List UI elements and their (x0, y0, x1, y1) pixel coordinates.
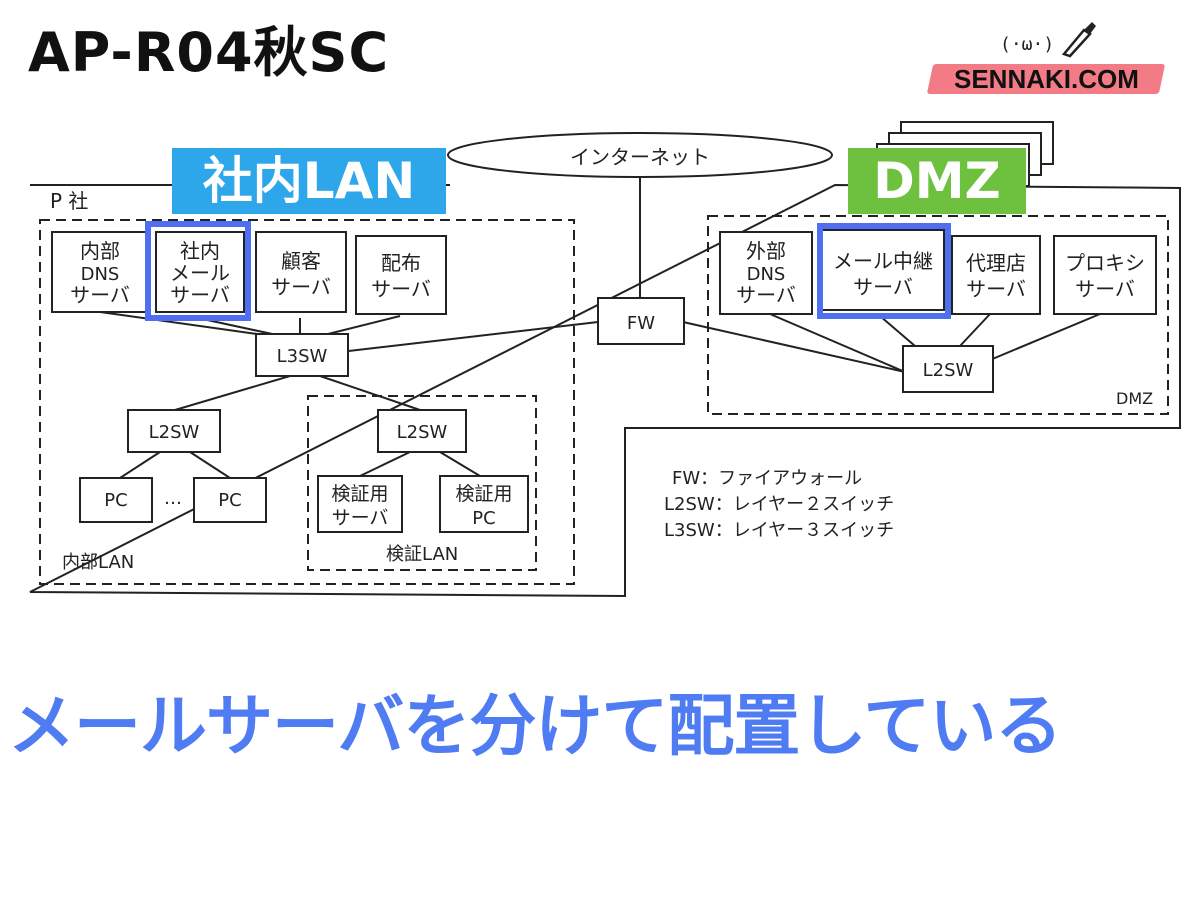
server-label-line: DNS (747, 264, 786, 285)
verify-l2sw-box (377, 409, 467, 453)
server-label-line: 社内 (180, 239, 220, 263)
dmz-zone (707, 215, 1169, 415)
server-label-line: DNS (81, 264, 120, 285)
pc-box-2 (193, 477, 267, 523)
verify-lan-zone (307, 395, 537, 571)
dmz-l2sw-label: L2SW (923, 360, 974, 381)
dmz-tag: DMZ (848, 148, 1026, 214)
fw-box (597, 297, 685, 345)
distribution-server-box (355, 235, 447, 315)
l3sw-box (255, 333, 349, 377)
logo-face: (·ω·) (1000, 34, 1055, 55)
internet-label: インターネット (570, 145, 710, 169)
internal-dns-server-box (51, 231, 149, 313)
server-label-line: サーバ (70, 283, 130, 307)
server-label-line: 内部 (80, 239, 120, 263)
external-dns-server-box (719, 231, 813, 315)
legend-item: L2SW：レイヤー２スイッチ (664, 494, 894, 515)
server-label-line: プロキシ (1065, 251, 1145, 275)
internal-l2sw-label: L2SW (149, 422, 200, 443)
internal-mail-server-box (155, 231, 245, 313)
internal-lan-label: 内部LAN (62, 552, 134, 573)
proxy-server-box (1053, 235, 1157, 315)
legend-item: L3SW：レイヤー３スイッチ (664, 520, 894, 541)
company-label: P 社 (50, 189, 88, 213)
server-label-line: サーバ (371, 277, 431, 301)
dmz-l2sw-box (902, 345, 994, 393)
page-title: AP-R04秋SC (28, 21, 390, 84)
verify-pc-label: 検証用 (455, 483, 512, 505)
verify-server-label: 検証用 (331, 483, 388, 505)
internal-lan-tag: 社内LAN (172, 148, 446, 214)
verify-lan-label: 検証LAN (386, 544, 458, 565)
server-label-line: サーバ (170, 283, 230, 307)
site-logo: SENNAKI.COM (926, 60, 1166, 96)
verify-pc-box (439, 475, 529, 533)
logo-text: SENNAKI.COM (954, 64, 1139, 94)
server-label-line: 代理店 (966, 251, 1026, 275)
agency-server-box (951, 235, 1041, 315)
server-label-line: メール中継 (833, 249, 933, 273)
server-label-line: メール (170, 261, 230, 285)
server-label-line: サーバ (736, 283, 796, 307)
internal-l2sw-box (127, 409, 221, 453)
server-label-line: 配布 (381, 251, 421, 275)
l3sw-label: L3SW (277, 346, 328, 367)
server-label-line: 外部 (746, 239, 786, 263)
pc-box-1 (79, 477, 153, 523)
pc-label: PC (104, 490, 127, 511)
verify-l2sw-label: L2SW (397, 422, 448, 443)
brush-icon (1061, 22, 1096, 58)
server-label-line: サーバ (271, 275, 331, 299)
internal-mail-highlight (145, 221, 251, 321)
verify-pc-label: PC (472, 508, 495, 529)
fw-label: FW (627, 313, 655, 334)
ellipsis-label: … (164, 488, 182, 509)
verify-server-box (317, 475, 403, 533)
caption: メールサーバを分けて配置している (8, 687, 1062, 765)
server-label-line: 顧客 (281, 249, 321, 273)
pc-label: PC (218, 490, 241, 511)
internet-cloud (447, 132, 833, 178)
server-label-line: サーバ (1075, 277, 1135, 301)
server-label-line: サーバ (853, 275, 913, 299)
mail-relay-highlight (817, 223, 951, 319)
mail-relay-server-box (821, 229, 945, 311)
dmz-zone-label: DMZ (1116, 389, 1153, 408)
server-label-line: サーバ (966, 277, 1026, 301)
verify-server-label: サーバ (332, 507, 389, 529)
customer-server-box (255, 231, 347, 313)
legend-item: FW：ファイアウォール (672, 468, 862, 489)
